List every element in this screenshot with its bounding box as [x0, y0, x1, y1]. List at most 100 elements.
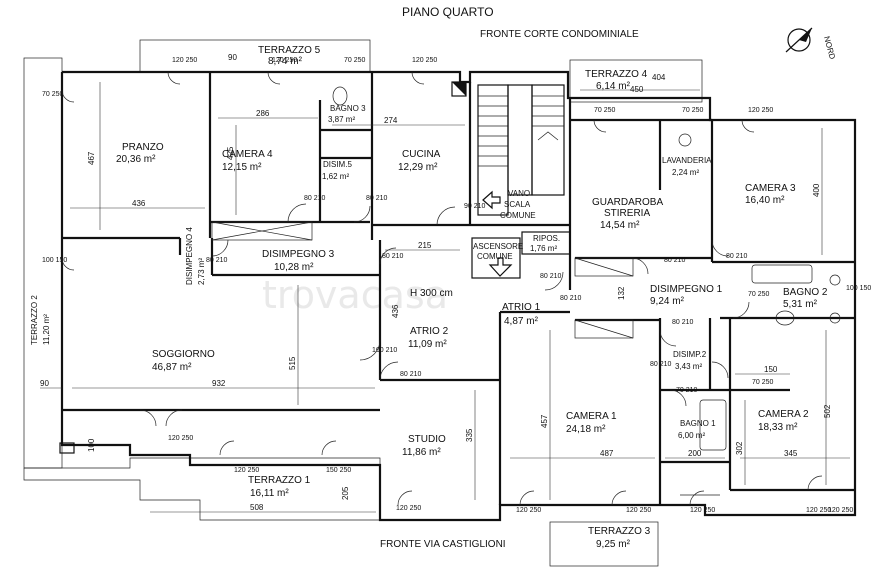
svg-text:80 210: 80 210 — [664, 257, 686, 264]
room-atrio-1-area: 4,87 m² — [504, 316, 539, 327]
room-terrazzo-1-area: 16,11 m² — [250, 488, 289, 499]
room-studio-name: STUDIO — [408, 434, 446, 445]
dim-label: 932 — [212, 379, 226, 388]
room-pranzo-name: PRANZO — [122, 142, 164, 153]
dim-label: 132 — [617, 286, 626, 300]
room-camera-1-name: CAMERA 1 — [566, 411, 617, 422]
room-disim5-name: DISIM.5 — [323, 160, 352, 169]
svg-text:80 210: 80 210 — [304, 195, 326, 202]
room-disimpegno-1-area: 9,24 m² — [650, 296, 685, 307]
room-vano-line1: VANO — [508, 189, 530, 198]
bidet-icon — [829, 312, 841, 324]
svg-text:70 250: 70 250 — [42, 91, 64, 98]
svg-text:120 250: 120 250 — [748, 107, 773, 114]
room-guardaroba-line1: GUARDAROBA — [592, 197, 663, 208]
svg-text:150 250: 150 250 — [326, 467, 351, 474]
room-terrazzo-2-name: TERRAZZO 2 — [30, 295, 39, 345]
dimension-lines — [40, 82, 850, 513]
svg-text:80 210: 80 210 — [382, 253, 404, 260]
toilet-icon — [332, 86, 348, 106]
svg-text:120 250: 120 250 — [828, 507, 853, 514]
dim-label: 335 — [465, 428, 474, 442]
svg-text:80 210: 80 210 — [560, 295, 582, 302]
dim-label: 457 — [540, 414, 549, 428]
room-guardaroba-line2: STIRERIA — [604, 208, 650, 219]
room-vano-line2: SCALA — [504, 200, 531, 209]
room-disimp2-area: 3,43 m² — [675, 362, 702, 371]
dim-label: 502 — [823, 404, 832, 418]
room-terrazzo-5-area: 8,74 m² — [268, 56, 303, 67]
room-disimp2-name: DISIMP.2 — [673, 350, 707, 359]
room-bagno-1-name: BAGNO 1 — [680, 419, 716, 428]
svg-text:80 210: 80 210 — [400, 371, 422, 378]
room-studio-area: 11,86 m² — [402, 447, 441, 458]
room-cucina-area: 12,29 m² — [398, 162, 438, 173]
dim-label: 515 — [288, 356, 297, 370]
room-disimpegno-3-name: DISIMPEGNO 3 — [262, 249, 335, 260]
elevator-shaft — [471, 237, 521, 279]
door-swings — [61, 71, 823, 506]
svg-text:70 210: 70 210 — [676, 387, 698, 394]
terrazzo-1-outline — [23, 457, 381, 521]
room-ascensore-line2: COMUNE — [477, 252, 513, 261]
room-terrazzo-3-name: TERRAZZO 3 — [588, 526, 651, 537]
room-terrazzo-1-name: TERRAZZO 1 — [248, 475, 311, 486]
svg-text:120 250: 120 250 — [172, 57, 197, 64]
watermark: trovacasa — [262, 273, 448, 317]
sink-icon — [829, 274, 841, 286]
terrazzo-3-outline — [549, 521, 659, 567]
staircase — [477, 84, 565, 216]
dim-label: 345 — [784, 449, 798, 458]
room-disimpegno-1-name: DISIMPEGNO 1 — [650, 284, 723, 295]
room-disimpegno-3-area: 10,28 m² — [274, 262, 314, 273]
room-cucina-name: CUCINA — [402, 149, 441, 160]
svg-text:120 250: 120 250 — [806, 507, 831, 514]
front-top-label: FRONTE CORTE CONDOMINIALE — [480, 29, 639, 40]
height-note: H 300 cm — [410, 288, 453, 299]
room-disimpegno-4-name: DISIMPEGNO 4 — [185, 227, 194, 285]
room-camera-3-area: 16,40 m² — [745, 195, 785, 206]
room-camera-2-name: CAMERA 2 — [758, 409, 809, 420]
room-bagno-3-name: BAGNO 3 — [330, 104, 366, 113]
room-terrazzo-2-area: 11,20 m² — [42, 314, 51, 345]
room-ripos-area: 1,76 m² — [530, 244, 557, 253]
svg-text:80 210: 80 210 — [726, 253, 748, 260]
room-ascensore-line1: ASCENSORE — [473, 242, 523, 251]
room-camera-4-name: CAMERA 4 — [222, 149, 273, 160]
room-terrazzo-4-area: 6,14 m² — [596, 81, 631, 92]
room-pranzo-area: 20,36 m² — [116, 154, 156, 165]
room-lavanderia-name: LAVANDERIA — [662, 156, 712, 165]
dim-label: 450 — [630, 85, 644, 94]
svg-text:120 250: 120 250 — [272, 57, 297, 64]
room-guardaroba-area: 14,54 m² — [600, 220, 640, 231]
front-bottom-label: FRONTE VIA CASTIGLIONI — [380, 539, 506, 550]
room-vano-line3: COMUNE — [500, 211, 536, 220]
room-bagno-2-name: BAGNO 2 — [783, 287, 828, 298]
svg-text:120 250: 120 250 — [516, 507, 541, 514]
room-ripos-name: RIPOS. — [533, 234, 560, 243]
dim-label: 508 — [250, 503, 264, 512]
room-terrazzo-3-area: 9,25 m² — [596, 539, 631, 550]
bathtub-icon — [699, 399, 727, 451]
room-camera-3-name: CAMERA 3 — [745, 183, 796, 194]
dim-label: 205 — [341, 486, 350, 500]
svg-text:80 210: 80 210 — [366, 195, 388, 202]
dim-label: 400 — [812, 183, 821, 197]
dim-label: 90 — [228, 53, 237, 62]
dim-label: 302 — [735, 441, 744, 455]
svg-text:90 210: 90 210 — [464, 203, 486, 210]
room-atrio-2-name: ATRIO 2 — [410, 326, 449, 337]
room-bagno-2-area: 5,31 m² — [783, 299, 818, 310]
room-terrazzo-4-name: TERRAZZO 4 — [585, 69, 648, 80]
svg-text:160 210: 160 210 — [372, 347, 397, 354]
svg-text:80 210: 80 210 — [540, 273, 562, 280]
svg-text:120 250: 120 250 — [396, 505, 421, 512]
entrance-arrow-icon — [482, 190, 501, 210]
dim-label: 215 — [418, 241, 432, 250]
svg-text:70 250: 70 250 — [752, 379, 774, 386]
room-disimpegno-4-area: 2,73 m² — [197, 258, 206, 285]
room-soggiorno-name: SOGGIORNO — [152, 349, 215, 360]
sink-icon — [678, 133, 692, 147]
svg-text:80 210: 80 210 — [672, 319, 694, 326]
